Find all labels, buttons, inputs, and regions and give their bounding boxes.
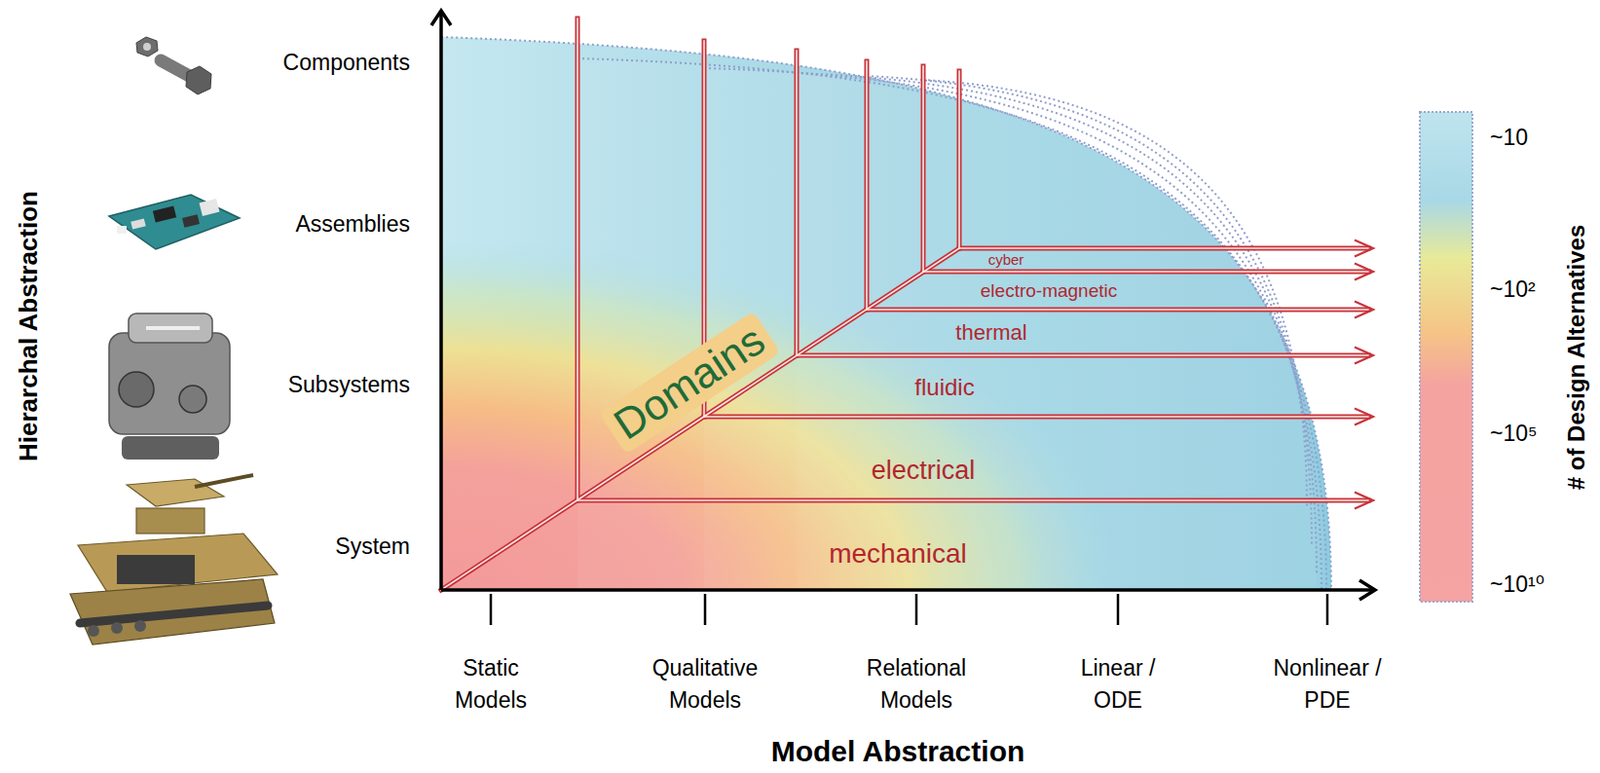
domain-frame-outer	[441, 18, 1369, 591]
x-axis-arrow	[1359, 580, 1376, 600]
hierarchy-level: Components	[283, 49, 410, 75]
color-bar	[1419, 111, 1473, 602]
axis-title: Model Abstraction	[771, 735, 1026, 770]
wheel	[134, 620, 147, 633]
arrowhead	[1355, 301, 1374, 318]
connector	[116, 225, 127, 234]
domain-label: electrical	[871, 455, 976, 486]
x-ticks	[490, 594, 1328, 626]
domain-label: mechanical	[828, 538, 968, 570]
engine-detail	[146, 326, 200, 331]
y-axis-arrow	[431, 10, 451, 26]
turret-base	[136, 508, 205, 534]
hierarchy-level: Subsystems	[288, 372, 410, 398]
engine-icon	[109, 313, 230, 460]
domain-horizontals	[577, 248, 1369, 501]
wheel	[111, 622, 123, 634]
domain-horizontals	[577, 248, 1369, 501]
engine-bay	[116, 555, 195, 585]
model-level: Relational Models	[848, 652, 985, 718]
nut-hole	[143, 42, 151, 51]
chip	[152, 206, 177, 224]
track	[79, 605, 268, 624]
bolt-icon	[136, 37, 212, 95]
domain-panel	[577, 58, 1327, 591]
x-axis	[441, 588, 1374, 593]
domain-panel	[796, 73, 1317, 591]
gun-barrel	[194, 475, 254, 487]
domain-frame	[441, 18, 1374, 591]
axis-title: # of Design Alternatives	[1562, 224, 1591, 491]
connector	[199, 198, 221, 217]
axes	[431, 10, 1376, 626]
arrowhead	[1355, 240, 1374, 257]
domain-arrowheads	[1355, 240, 1374, 509]
boundary-curves	[441, 37, 1332, 591]
boundary-curve	[923, 79, 1307, 507]
domain-verticals	[577, 18, 960, 501]
domain-label: thermal	[955, 320, 1027, 345]
domain-verticals	[577, 18, 960, 501]
scale-value: ~10²	[1489, 276, 1536, 302]
board-shape	[109, 194, 240, 250]
domain-frame-inner	[441, 18, 1369, 591]
arrowhead	[1355, 492, 1374, 509]
vehicle-icon	[70, 475, 278, 645]
connector	[130, 218, 147, 229]
circuit-board-icon	[109, 194, 240, 250]
hierarchy-level: System	[334, 533, 410, 559]
nut-shape	[136, 37, 158, 57]
scale-value: ~10	[1489, 124, 1528, 150]
model-level: Nonlinear / PDE	[1259, 652, 1396, 718]
wheel	[87, 625, 100, 637]
model-level: Qualitative Models	[636, 652, 774, 718]
arrowhead	[1355, 263, 1374, 280]
hierarchy-level: Assemblies	[295, 211, 410, 237]
arrowhead	[1355, 409, 1374, 425]
axis-title: Hierarchal Abstraction	[14, 190, 44, 462]
model-level: Linear / ODE	[1064, 652, 1172, 718]
boundary-curve	[441, 37, 1332, 591]
scale-value: ~10¹⁰	[1489, 571, 1545, 597]
boundary-curve	[577, 58, 1327, 591]
domain-label: cyber	[988, 251, 1025, 268]
engine-block	[109, 333, 230, 435]
y-axis	[439, 13, 444, 591]
pulley	[179, 385, 207, 413]
bolt-head	[186, 66, 212, 95]
engine-cover	[128, 313, 213, 343]
model-level: Static Models	[437, 652, 545, 718]
oil-pan	[121, 436, 220, 460]
scale-value: ~10⁵	[1489, 420, 1538, 447]
pulley	[118, 372, 154, 408]
arrowhead	[1355, 347, 1374, 364]
domain-label: fluidic	[914, 373, 974, 402]
hull-base	[70, 579, 275, 645]
domain-label: electro-magnetic	[980, 280, 1117, 302]
chip	[182, 214, 200, 228]
